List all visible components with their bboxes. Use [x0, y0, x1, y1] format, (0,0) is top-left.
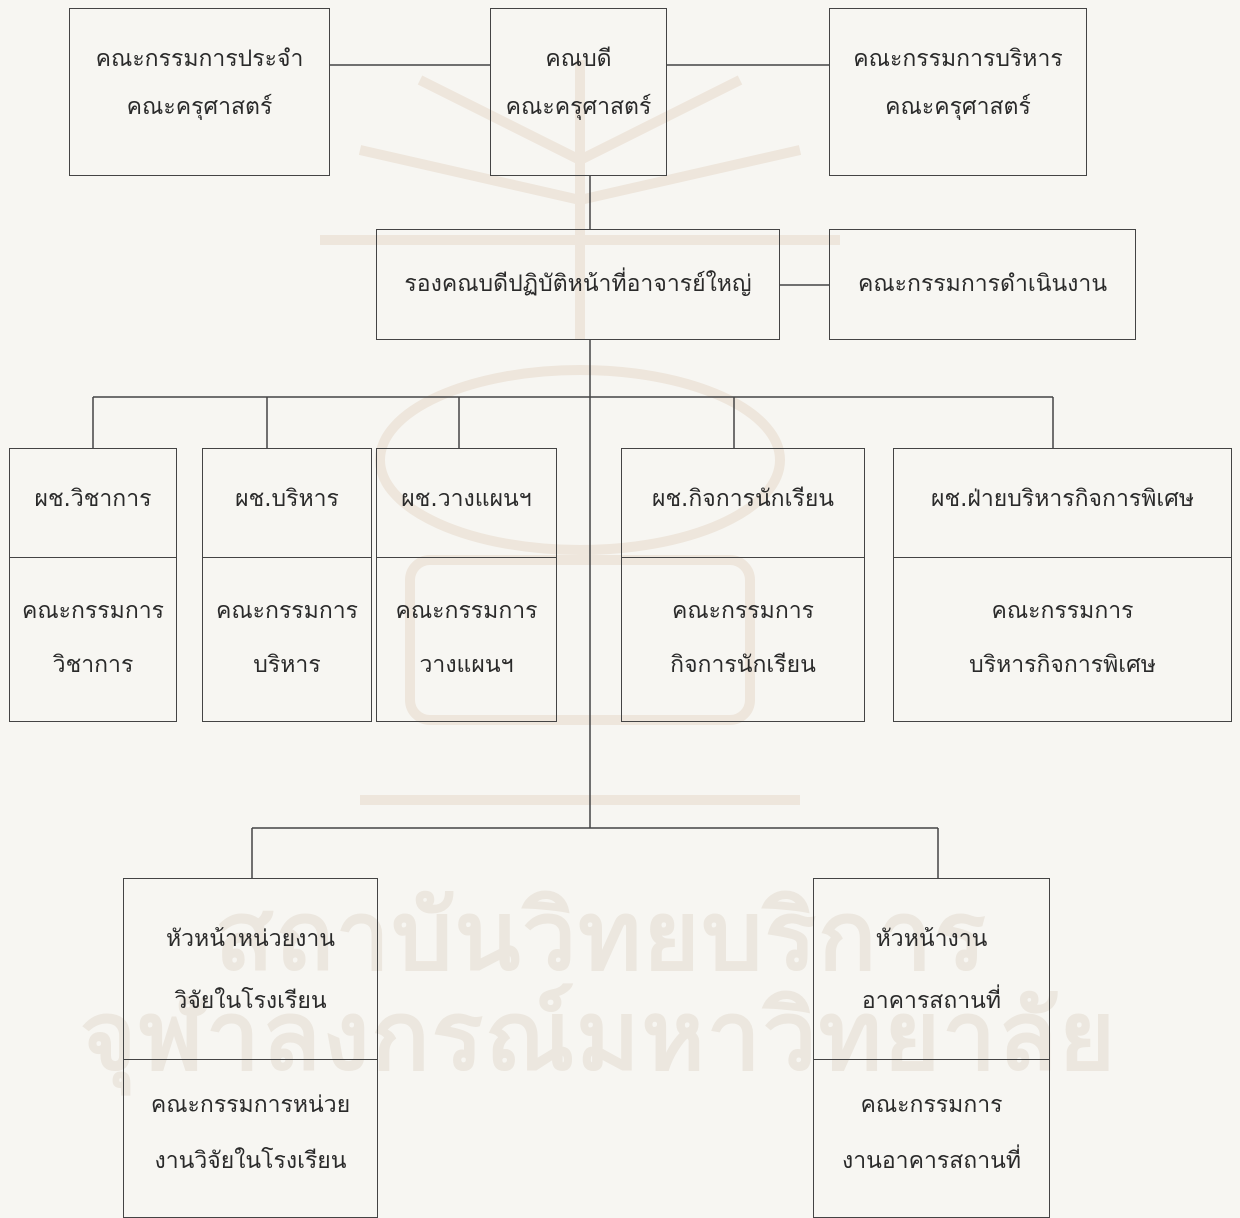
special-affairs-box: ผช.ฝ่ายบริหารกิจการพิเศษ คณะกรรมการ บริห… — [893, 448, 1232, 722]
dean-line2: คณะครุศาสตร์ — [505, 94, 652, 120]
planning-box: ผช.วางแผนฯ คณะกรรมการ วางแผนฯ — [376, 448, 557, 722]
planning-line1: คณะกรรมการ — [395, 598, 538, 624]
academic-line1: คณะกรรมการ — [21, 598, 165, 624]
academic-box: ผช.วิชาการ คณะกรรมการ วิชาการ — [9, 448, 177, 722]
research-unit-box: หัวหน้าหน่วยงาน วิจัยในโรงเรียน คณะกรรมก… — [123, 878, 378, 1218]
admin-committee-line2: คณะครุศาสตร์ — [885, 94, 1031, 120]
administration-head: ผช.บริหาร — [235, 486, 339, 512]
watermark-line1: สถาบันวิทยบริการ — [215, 880, 988, 992]
building-unit-line2: อาคารสถานที่ — [861, 988, 1002, 1014]
special-affairs-head: ผช.ฝ่ายบริหารกิจการพิเศษ — [930, 486, 1195, 512]
building-unit-box: หัวหน้างาน อาคารสถานที่ คณะกรรมการ งานอา… — [813, 878, 1050, 1218]
research-unit-line2: วิจัยในโรงเรียน — [174, 988, 327, 1014]
dean-line1: คณบดี — [545, 46, 612, 72]
research-unit-line1: หัวหน้าหน่วยงาน — [165, 926, 336, 952]
planning-head: ผช.วางแผนฯ — [401, 486, 532, 512]
student-affairs-divider — [622, 557, 864, 558]
academic-divider — [10, 557, 176, 558]
operations-committee-box: คณะกรรมการดำเนินงาน — [829, 229, 1136, 340]
student-affairs-box: ผช.กิจการนักเรียน คณะกรรมการ กิจการนักเร… — [621, 448, 865, 722]
administration-line2: บริหาร — [253, 652, 321, 678]
student-affairs-line2: กิจการนักเรียน — [670, 652, 816, 678]
special-affairs-divider — [894, 557, 1231, 558]
building-unit-line4: งานอาคารสถานที่ — [841, 1148, 1021, 1174]
faculty-board-line2: คณะครุศาสตร์ — [126, 94, 273, 120]
student-affairs-head: ผช.กิจการนักเรียน — [651, 486, 835, 512]
administration-line1: คณะกรรมการ — [215, 598, 359, 624]
watermark-emblem — [320, 60, 840, 805]
admin-committee-line1: คณะกรรมการบริหาร — [853, 46, 1063, 72]
watermark-line2: จุฬาลงกรณ์มหาวิทยาลัย — [80, 980, 1118, 1092]
special-affairs-line2: บริหารกิจการพิเศษ — [969, 652, 1156, 678]
building-unit-divider — [814, 1059, 1049, 1060]
special-affairs-line1: คณะกรรมการ — [991, 598, 1134, 624]
research-unit-line3: คณะกรรมการหน่วย — [150, 1092, 351, 1118]
dean-box: คณบดี คณะครุศาสตร์ — [490, 8, 667, 176]
academic-line2: วิชาการ — [52, 652, 134, 678]
building-unit-line1: หัวหน้างาน — [875, 926, 988, 952]
administration-box: ผช.บริหาร คณะกรรมการ บริหาร — [202, 448, 372, 722]
admin-committee-box: คณะกรรมการบริหาร คณะครุศาสตร์ — [829, 8, 1087, 176]
student-affairs-line1: คณะกรรมการ — [671, 598, 815, 624]
faculty-board-box: คณะกรรมการประจำ คณะครุศาสตร์ — [69, 8, 330, 176]
vice-dean-line1: รองคณบดีปฏิบัติหน้าที่อาจารย์ใหญ่ — [404, 271, 752, 297]
planning-divider — [377, 557, 556, 558]
operations-committee-line1: คณะกรรมการดำเนินงาน — [857, 271, 1108, 297]
administration-divider — [203, 557, 371, 558]
vice-dean-box: รองคณบดีปฏิบัติหน้าที่อาจารย์ใหญ่ — [376, 229, 780, 340]
planning-line2: วางแผนฯ — [419, 652, 514, 678]
academic-head: ผช.วิชาการ — [34, 486, 152, 512]
building-unit-line3: คณะกรรมการ — [860, 1092, 1003, 1118]
research-unit-divider — [124, 1059, 377, 1060]
research-unit-line4: งานวิจัยในโรงเรียน — [154, 1148, 347, 1174]
faculty-board-line1: คณะกรรมการประจำ — [95, 46, 304, 72]
